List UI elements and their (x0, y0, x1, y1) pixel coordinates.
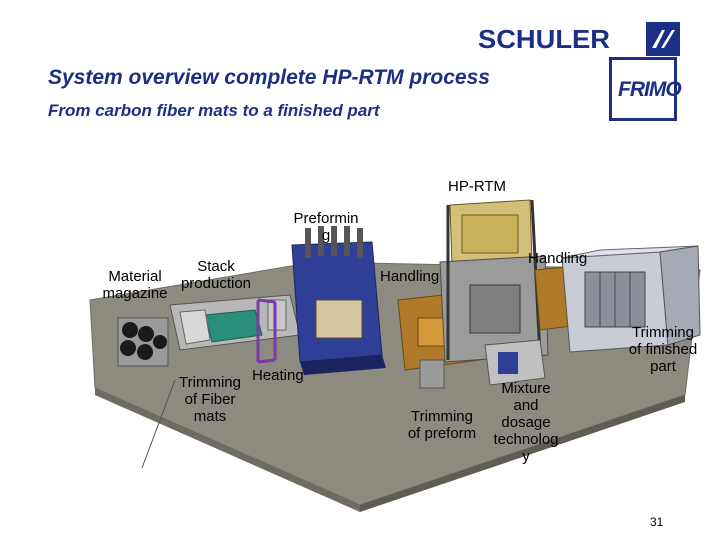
preforming-press (292, 226, 386, 375)
label-mixture-line5: y (484, 448, 568, 465)
label-trimming-preform-line2: of preform (400, 425, 484, 442)
label-stack-production: Stack production (170, 258, 262, 292)
label-hp-rtm: HP-RTM (448, 178, 506, 195)
page-number: 31 (650, 515, 663, 529)
label-mixture-dosage: Mixture and dosage technolog y (484, 380, 568, 465)
label-heating: Heating (252, 367, 304, 384)
label-stack-production-line2: production (170, 275, 262, 292)
hp-rtm-press (440, 200, 548, 362)
label-mixture-line4: technolog (484, 431, 568, 448)
label-stack-production-line1: Stack (170, 258, 262, 275)
label-preforming-line2: g (288, 227, 364, 244)
label-trimming-fiber-line1: Trimming (172, 374, 248, 391)
label-handling-left: Handling (380, 268, 439, 285)
label-mixture-line3: dosage (484, 414, 568, 431)
label-material-magazine: Material magazine (96, 268, 174, 302)
mixture-dosage-unit (485, 340, 545, 385)
label-mixture-line1: Mixture (484, 380, 568, 397)
label-material-magazine-line1: Material (96, 268, 174, 285)
label-preforming-line1: Preformin (288, 210, 364, 227)
label-trimming-fiber: Trimming of Fiber mats (172, 374, 248, 425)
label-material-magazine-line2: magazine (96, 285, 174, 302)
label-trimming-finished: Trimming of finished part (620, 324, 706, 375)
material-magazine-machine (118, 318, 168, 366)
label-trimming-fiber-line3: mats (172, 408, 248, 425)
label-handling-right: Handling (528, 250, 587, 267)
label-trimming-finished-line1: Trimming (620, 324, 706, 341)
label-trimming-preform: Trimming of preform (400, 408, 484, 442)
label-preforming: Preformin g (288, 210, 364, 244)
label-trimming-fiber-line2: of Fiber (172, 391, 248, 408)
label-trimming-preform-line1: Trimming (400, 408, 484, 425)
label-trimming-finished-line2: of finished (620, 341, 706, 358)
label-mixture-line2: and (484, 397, 568, 414)
label-trimming-finished-line3: part (620, 358, 706, 375)
